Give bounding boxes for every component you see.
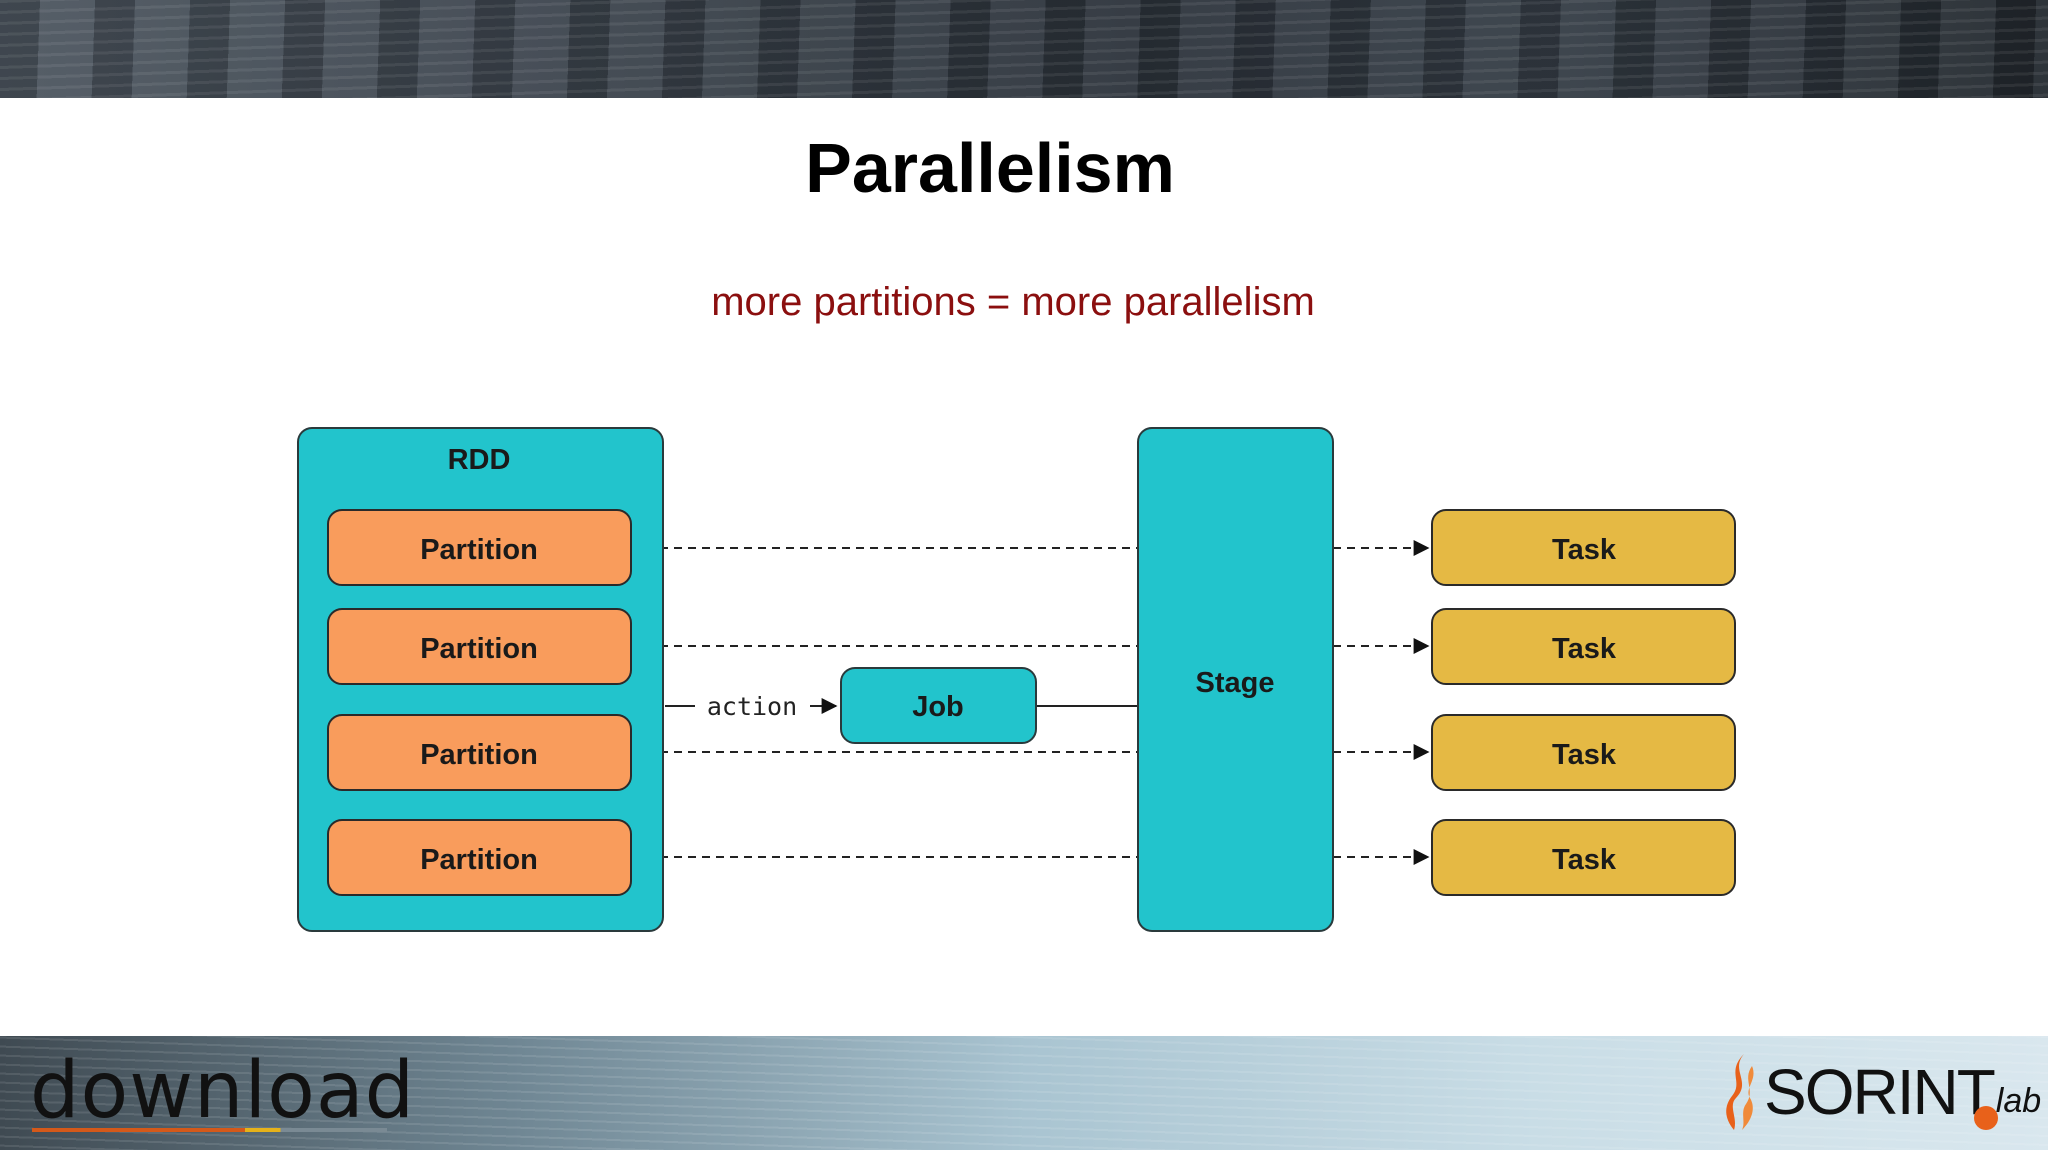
rdd-label: RDD	[448, 444, 511, 476]
task-label: Task	[1552, 739, 1617, 771]
job-label: Job	[912, 691, 964, 723]
partition-box	[327, 509, 632, 586]
task-label: Task	[1552, 534, 1617, 566]
partition-label: Partition	[420, 534, 538, 566]
subtitle: more partitions = more parallelism	[711, 280, 1315, 324]
task-label: Task	[1552, 844, 1617, 876]
task-box	[1431, 714, 1736, 791]
partition-label: Partition	[420, 633, 538, 665]
top-banner	[0, 0, 2048, 98]
sorint-dot-icon	[1973, 1106, 1998, 1130]
partition-label: Partition	[420, 739, 538, 771]
task-box	[1431, 509, 1736, 586]
job-box	[840, 667, 1037, 744]
partition-box	[327, 608, 632, 685]
stage-box	[1137, 427, 1334, 932]
page-title: Parallelism	[805, 129, 1175, 207]
sorint-lab-logo: SORINT lab	[1722, 1052, 2041, 1132]
task-box	[1431, 819, 1736, 896]
sorint-flame-icon	[1726, 1054, 1754, 1130]
task-box	[1431, 608, 1736, 685]
sorint-wordmark: SORINT	[1764, 1056, 1996, 1128]
task-label: Task	[1552, 633, 1617, 665]
partition-box	[327, 714, 632, 791]
partition-box	[327, 819, 632, 896]
action-label: action	[707, 692, 797, 721]
download-logo-underline	[32, 1128, 387, 1132]
sorint-suffix-text: lab	[1995, 1082, 2042, 1120]
stage-label: Stage	[1196, 667, 1275, 699]
download-logo: download	[30, 1046, 416, 1136]
sorint-suffix: lab	[1973, 1070, 2042, 1132]
partition-label: Partition	[420, 844, 538, 876]
